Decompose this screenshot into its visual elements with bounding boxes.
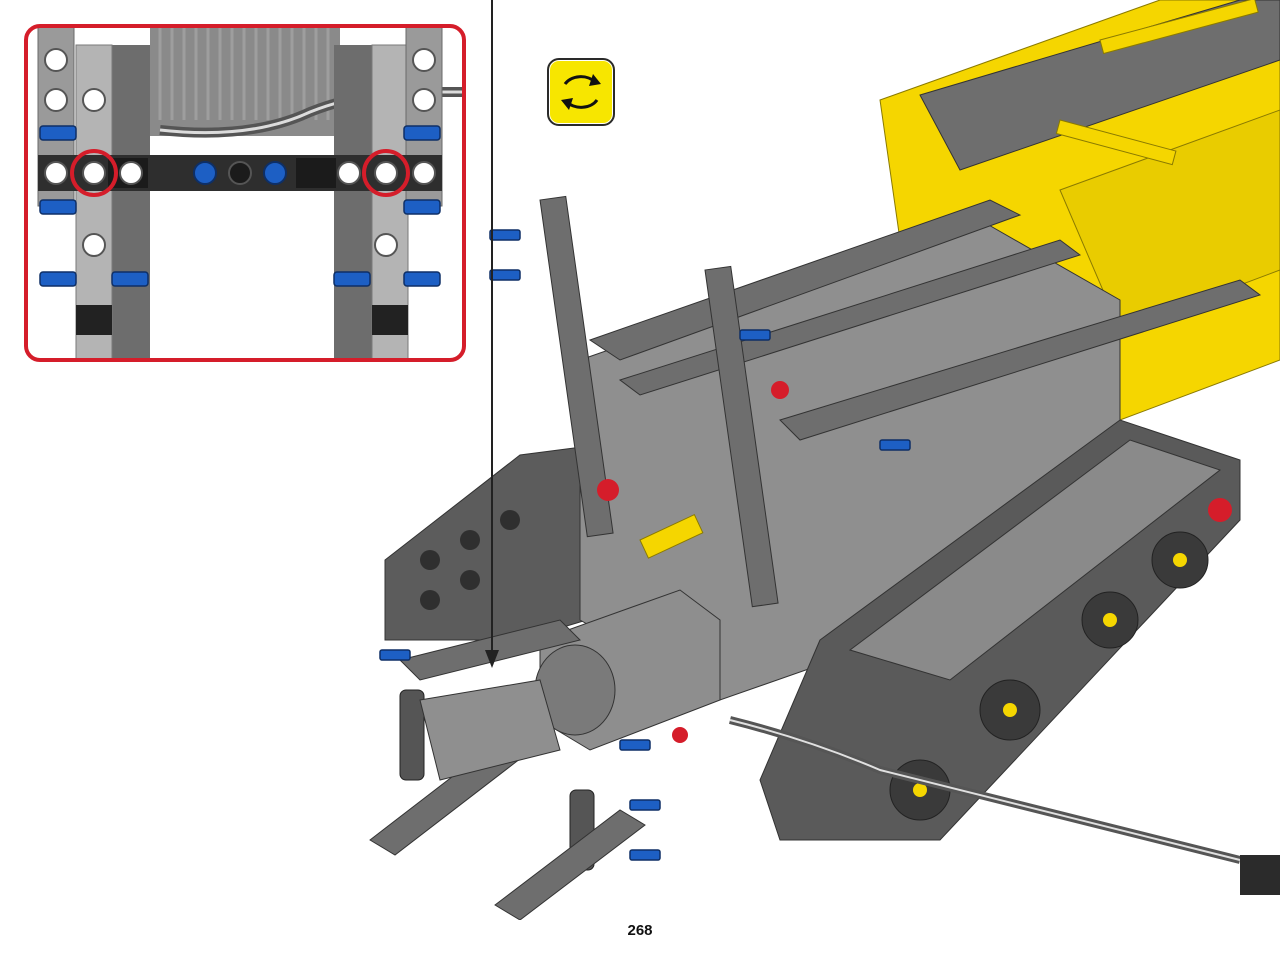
blue-pins — [379, 229, 911, 861]
red-axles — [597, 381, 789, 743]
page-number: 268 — [627, 922, 653, 939]
cable-plug — [1240, 855, 1280, 895]
front-forks — [369, 619, 646, 920]
callout-detail — [24, 24, 466, 362]
motor — [534, 589, 721, 751]
front-track — [759, 419, 1241, 841]
crane-crawler-assembly-illustration — [369, 0, 1280, 920]
rotate-model-icon — [547, 58, 615, 126]
placement-arrow-icon — [485, 650, 499, 668]
placement-guide-line — [491, 0, 493, 660]
